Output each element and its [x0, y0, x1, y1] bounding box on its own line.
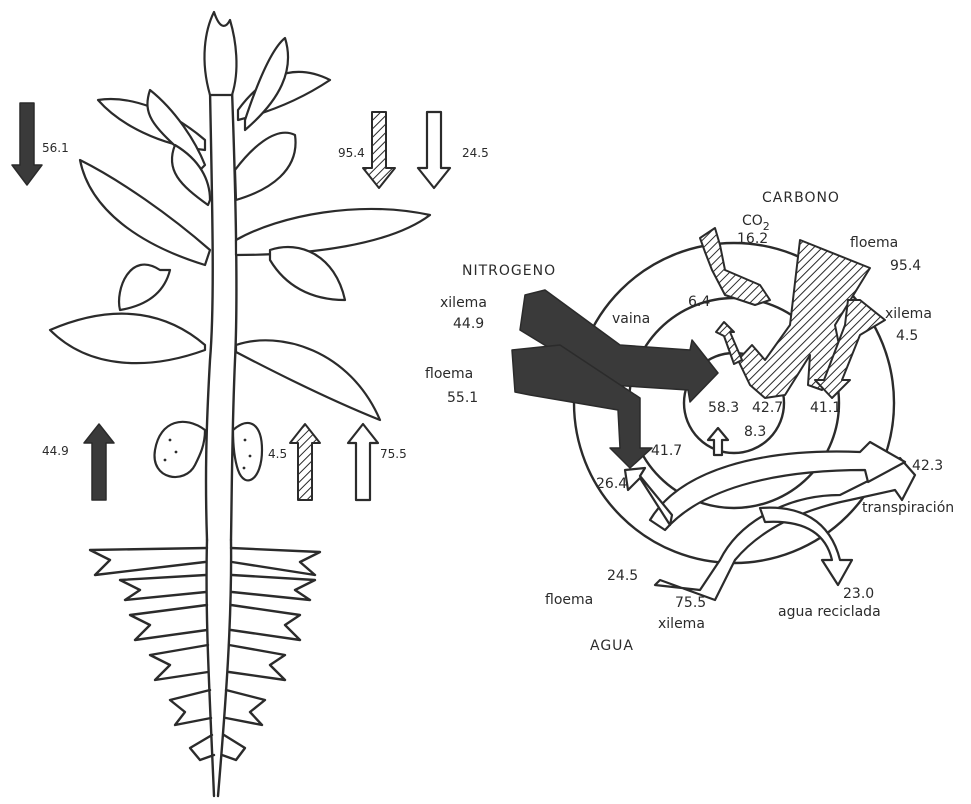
root-nodule	[155, 422, 205, 477]
water-xilema-value: 75.5	[675, 595, 706, 611]
plant-stem	[206, 90, 236, 540]
co2-value: 16.2	[737, 231, 768, 247]
carbon-small-arrow	[716, 322, 742, 364]
label-top-nitrogen: 56.1	[42, 141, 69, 155]
water-up-arrow	[348, 424, 378, 500]
water-floema-label: floema	[545, 592, 593, 608]
water-xilema-label: xilema	[658, 616, 705, 632]
reciclada-label: agua reciclada	[778, 604, 881, 620]
carbon-small-value: 6.4	[688, 294, 710, 310]
water-title: AGUA	[590, 638, 634, 654]
root-fibers	[90, 548, 320, 760]
plant-leaf	[236, 209, 430, 255]
nitrogen-xilema-label: xilema	[440, 295, 487, 311]
plant-leaf	[235, 133, 296, 200]
carbon-xilema-value: 4.5	[896, 328, 918, 344]
label-bottom-carbon: 4.5	[268, 447, 287, 461]
carbon-root-value: 41.1	[810, 400, 841, 416]
plant-leaf	[50, 314, 205, 363]
water-26-value: 26.4	[596, 476, 627, 492]
plant-leaf	[270, 247, 345, 300]
carbon-floema-value: 95.4	[890, 258, 921, 274]
plant-arrows	[12, 103, 450, 500]
reciclada-value: 23.0	[843, 586, 874, 602]
carbon-down-arrow	[363, 112, 395, 188]
co2-label: CO2	[742, 213, 770, 233]
water-24-value: 24.5	[607, 568, 638, 584]
nitrogen-root-value: 41.7	[651, 443, 682, 459]
flow-labels: CARBONO CO2 16.2 floema 95.4 xilema 4.5 …	[425, 190, 954, 654]
carbon-nodule-value: 42.7	[752, 400, 783, 416]
label-bottom-water: 75.5	[380, 447, 407, 461]
label-bottom-nitrogen: 44.9	[42, 444, 69, 458]
carbon-up-arrow	[290, 424, 320, 500]
plant-top-bud	[204, 12, 236, 95]
label-top-carbon: 95.4	[338, 146, 365, 160]
nitrogen-up-arrow	[84, 424, 114, 500]
nitrogen-down-arrow	[12, 103, 42, 185]
transpiracion-label: transpiración	[862, 500, 954, 516]
water-left-arrow	[625, 468, 672, 525]
label-top-water: 24.5	[462, 146, 489, 160]
carbon-floema-label: floema	[850, 235, 898, 251]
plant-leaf	[236, 340, 380, 420]
water-small-up-arrow	[708, 428, 728, 455]
nitrogen-xilema-value: 44.9	[453, 316, 484, 332]
plant-leaf	[245, 38, 288, 130]
water-down-arrow	[418, 112, 450, 188]
plant-leaf	[119, 265, 170, 310]
transpiracion-value: 42.3	[912, 458, 943, 474]
root-nodule	[233, 423, 262, 480]
nitrogen-floema-label: floema	[425, 366, 473, 382]
nitrogen-floema-value: 55.1	[447, 390, 478, 406]
nitrogen-nodule-value: 58.3	[708, 400, 739, 416]
nitrogen-title: NITROGENO	[462, 263, 556, 279]
carbon-xilema-label: xilema	[885, 306, 932, 322]
carbon-title: CARBONO	[762, 190, 840, 206]
vaina-label: vaina	[612, 311, 650, 327]
nitrogen-small-value: 8.3	[744, 424, 766, 440]
